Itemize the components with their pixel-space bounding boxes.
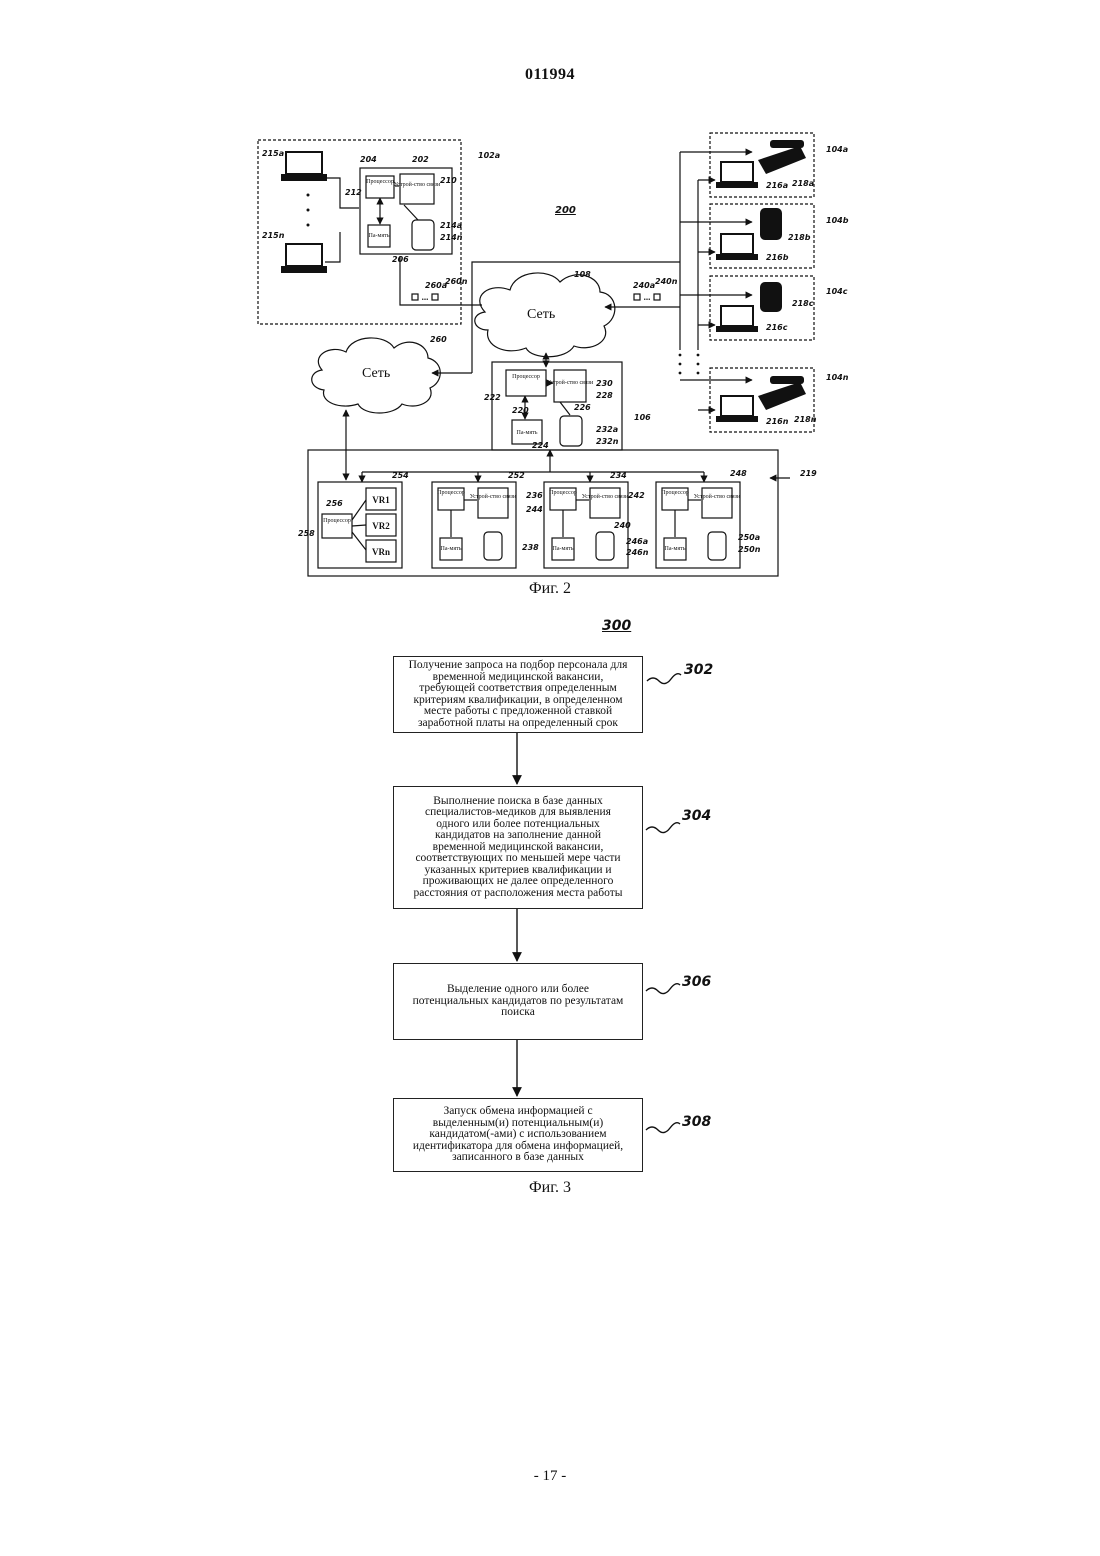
step-302-line: Получение запроса на подбор персонала дл… xyxy=(409,660,628,672)
flowchart-step-306: Выделение одного или более потенциальных… xyxy=(393,963,643,1040)
page-footer-number: - 17 - xyxy=(0,1468,1100,1485)
flowchart-step-308: Запуск обмена информацией с выделенным(и… xyxy=(393,1098,643,1172)
flowchart-step-304: Выполнение поиска в базе данных специали… xyxy=(393,786,643,909)
step-308-ref: 308 xyxy=(682,1114,711,1130)
step-304-ref: 304 xyxy=(682,808,711,824)
figure-3-caption: Фиг. 3 xyxy=(0,1179,1100,1197)
step-302-line: требующей соответствия определенным xyxy=(409,683,628,695)
step-306-ref: 306 xyxy=(682,974,711,990)
step-304-line: расстояния от расположения места работы xyxy=(414,888,623,900)
flowchart-step-302: Получение запроса на подбор персонала дл… xyxy=(393,656,643,733)
step-302-ref: 302 xyxy=(684,662,713,678)
step-306-line: поиска xyxy=(413,1007,624,1019)
step-302-line: заработной платы на определенный срок xyxy=(409,718,628,730)
step-302-line: месте работы с предложенной ставкой xyxy=(409,706,628,718)
step-308-line: записанного в базе данных xyxy=(413,1152,623,1164)
